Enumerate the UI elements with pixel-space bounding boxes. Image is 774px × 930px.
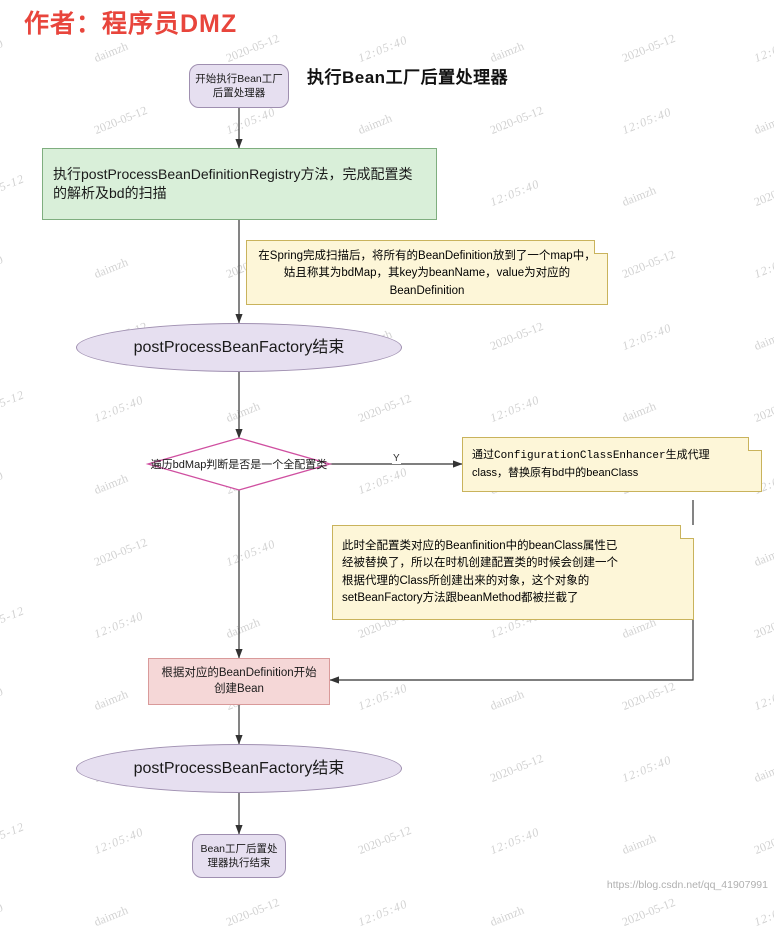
watermark-text: 12:05:40 [92, 608, 146, 641]
node-ellipse-post-process-2: postProcessBeanFactory结束 [76, 744, 402, 793]
watermark-text: 12:05:40 [356, 32, 410, 65]
watermark-text: 12:05:40 [0, 36, 5, 65]
watermark-text: daimzh [224, 398, 263, 425]
node-end-label: Bean工厂后置处理器执行结束 [200, 842, 278, 869]
watermark-text: 12:05:40 [752, 680, 774, 713]
watermark-text: daimzh [620, 182, 659, 209]
watermark-text: 2020-05-12 [488, 751, 546, 785]
watermark-text: 2020-05-12 [752, 391, 774, 425]
watermark-text: 2020-05-12 [356, 391, 414, 425]
watermark-text: daimzh [752, 542, 774, 569]
node-ellipse-post-process-1: postProcessBeanFactory结束 [76, 323, 402, 372]
watermark-text: 2020-05-12 [752, 607, 774, 641]
author-label: 作者：程序员DMZ [24, 10, 238, 38]
watermark-text: 2020-05-12 [620, 679, 678, 713]
footer-url: https://blog.csdn.net/qq_41907991 [606, 879, 768, 891]
node-ellipse-2-label: postProcessBeanFactory结束 [133, 759, 345, 777]
note-bdmap-text: 在Spring完成扫描后，将所有的BeanDefinition放到了一个map中… [258, 250, 596, 297]
node-decision: 遍历bdMap判断是否是一个全配置类 [148, 438, 330, 490]
note-beanclass-replaced: 此时全配置类对应的Beanfinition中的beanClass属性已 经被替换… [332, 525, 694, 620]
watermark-text: 2020-05-12 [752, 823, 774, 857]
watermark-text: 2020-05-12 [488, 319, 546, 353]
note-beanclass-line2: 经被替换了，所以在时机创建配置类的时候会创建一个 [342, 557, 618, 570]
node-enhancer-line1: 通过ConfigurationClassEnhancer生成代理 [472, 450, 710, 462]
watermark-text: 2020-05-12 [92, 103, 150, 137]
watermark-text: 2020-05-12 [620, 895, 678, 929]
watermark-text: 2020-05-12 [224, 895, 282, 929]
watermark-text: daimzh [620, 398, 659, 425]
watermark-text: 12:05:40 [356, 464, 410, 497]
node-create-bean: 根据对应的BeanDefinition开始创建Bean [148, 658, 330, 705]
watermark-text: 12:05:40 [0, 900, 5, 929]
watermark-text: 12:05:40 [752, 248, 774, 281]
watermark-text: 2020-05-12 [0, 171, 27, 209]
watermark-text: 12:05:40 [92, 824, 146, 857]
watermark-text: 12:05:40 [488, 392, 542, 425]
watermark-text: 12:05:40 [356, 680, 410, 713]
watermark-text: 2020-05-12 [488, 103, 546, 137]
diagram-title: 执行Bean工厂后置处理器 [307, 68, 509, 87]
watermark-text: 12:05:40 [0, 252, 5, 281]
watermark-text: 12:05:40 [92, 392, 146, 425]
watermark-text: 12:05:40 [620, 752, 674, 785]
watermark-text: 12:05:40 [0, 468, 5, 497]
watermark-text: daimzh [752, 110, 774, 137]
watermark-text: daimzh [92, 470, 131, 497]
watermark-text: 12:05:40 [620, 104, 674, 137]
node-enhancer-box: 通过ConfigurationClassEnhancer生成代理 class，替… [462, 437, 762, 492]
watermark-text: daimzh [752, 326, 774, 353]
watermark-text: 12:05:40 [752, 32, 774, 65]
node-start-label: 开始执行Bean工厂后置处理器 [195, 72, 283, 99]
watermark-text: 2020-05-12 [620, 31, 678, 65]
watermark-text: 2020-05-12 [0, 819, 27, 857]
note-bdmap: 在Spring完成扫描后，将所有的BeanDefinition放到了一个map中… [246, 240, 608, 305]
watermark-text: 12:05:40 [620, 320, 674, 353]
watermark-text: 12:05:40 [224, 104, 278, 137]
watermark-text: 12:05:40 [488, 824, 542, 857]
edge-label-yes: Y [392, 453, 401, 464]
watermark-text: daimzh [488, 902, 527, 929]
watermark-text: 12:05:40 [224, 536, 278, 569]
node-decision-label: 遍历bdMap判断是否是一个全配置类 [150, 459, 328, 471]
watermark-text: daimzh [752, 758, 774, 785]
note-beanclass-line4: setBeanFactory方法跟beanMethod都被拦截了 [342, 591, 579, 604]
watermark-text: daimzh [620, 830, 659, 857]
watermark-text: 12:05:40 [488, 176, 542, 209]
node-create-bean-label: 根据对应的BeanDefinition开始创建Bean [161, 666, 317, 695]
node-green-process-label: 执行postProcessBeanDefinitionRegistry方法，完成… [53, 166, 413, 201]
watermark-text: 2020-05-12 [752, 175, 774, 209]
watermark-text: daimzh [92, 902, 131, 929]
node-enhancer-line2: class，替换原有bd中的beanClass [472, 466, 639, 479]
note-beanclass-line3: 根据代理的Class所创建出来的对象，这个对象的 [342, 574, 590, 587]
watermark-text: 2020-05-12 [620, 247, 678, 281]
watermark-text: daimzh [92, 38, 131, 65]
watermark-text: daimzh [92, 686, 131, 713]
note-beanclass-line1: 此时全配置类对应的Beanfinition中的beanClass属性已 [342, 540, 618, 552]
node-start: 开始执行Bean工厂后置处理器 [189, 64, 289, 108]
watermark-text: 12:05:40 [752, 896, 774, 929]
node-green-process: 执行postProcessBeanDefinitionRegistry方法，完成… [42, 148, 437, 220]
node-end: Bean工厂后置处理器执行结束 [192, 834, 286, 878]
watermark-text: daimzh [488, 38, 527, 65]
watermark-text: daimzh [92, 254, 131, 281]
watermark-text: 2020-05-12 [0, 387, 27, 425]
watermark-text: 2020-05-12 [356, 823, 414, 857]
watermark-text: 2020-05-12 [0, 603, 27, 641]
watermark-text: 12:05:40 [0, 684, 5, 713]
watermark-text: 2020-05-12 [92, 535, 150, 569]
watermark-text: daimzh [224, 614, 263, 641]
node-ellipse-1-label: postProcessBeanFactory结束 [133, 338, 345, 356]
watermark-text: 12:05:40 [356, 896, 410, 929]
watermark-text: daimzh [488, 686, 527, 713]
flowchart-canvas: 2020-05-12 12:05:40 daimzh 2020-05-12 12:05:… [0, 0, 774, 894]
watermark-text: daimzh [356, 110, 395, 137]
